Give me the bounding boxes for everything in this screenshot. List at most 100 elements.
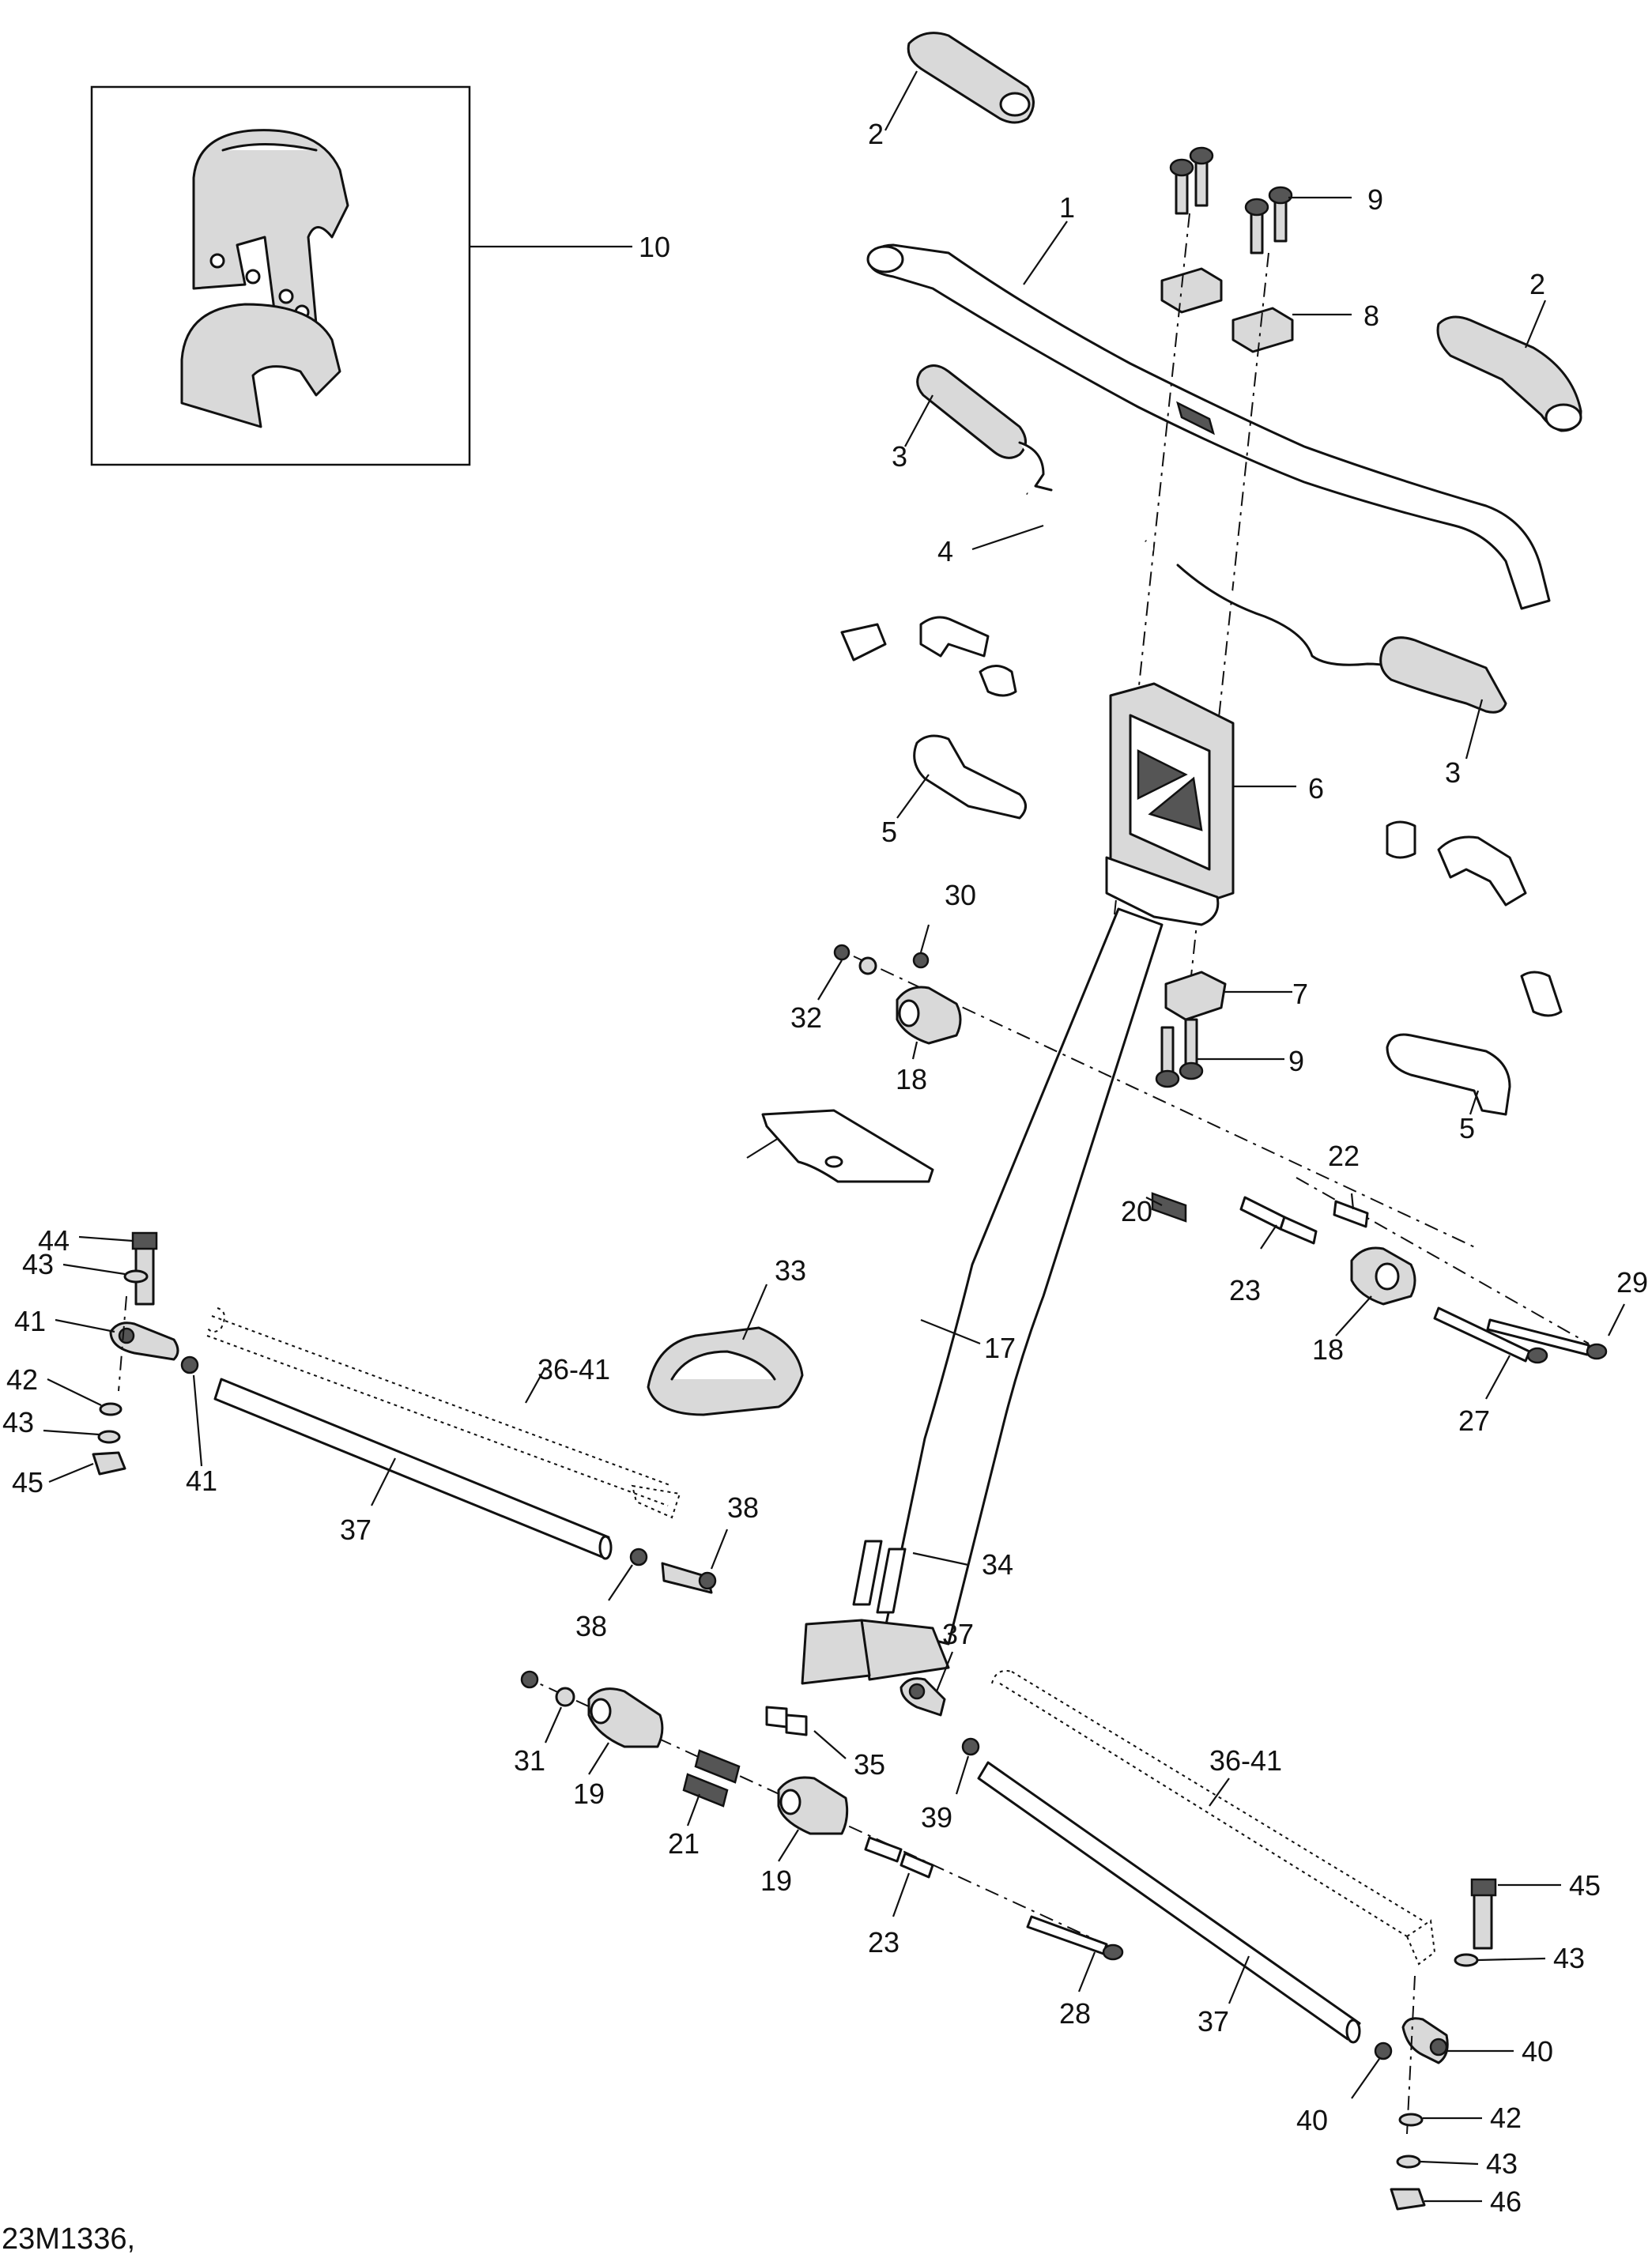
callout-5b: 5 [1459, 1112, 1475, 1144]
callout-45b: 46 [1490, 2185, 1522, 2218]
cover-33 [647, 1326, 804, 1416]
washer-42-left [99, 1402, 123, 1416]
callout-29: 29 [1616, 1266, 1648, 1299]
tube-pieces-right [1386, 820, 1563, 1017]
callout-31: 31 [514, 1744, 545, 1777]
callout-34: 34 [982, 1548, 1013, 1581]
callout-19b: 19 [760, 1864, 792, 1897]
callout-9: 9 [1367, 183, 1383, 216]
washer-43-right-bottom [1396, 2155, 1421, 2169]
callout-32: 32 [790, 1001, 822, 1034]
callout-33: 33 [775, 1254, 806, 1287]
bolt-28 [1026, 1915, 1124, 1961]
inset-handlebar-pad [90, 85, 471, 466]
callout-3b: 3 [1445, 756, 1461, 789]
nuts-30-32 [833, 944, 930, 975]
bolt-27 [1433, 1306, 1548, 1364]
tie-rod-37-right [977, 1761, 1361, 2044]
spacer-23-upper [1239, 1196, 1318, 1245]
steering-column-17 [801, 856, 1220, 1685]
callout-2: 2 [868, 118, 884, 150]
callout-43b: 43 [2, 1406, 34, 1438]
tube-pieces-left [840, 616, 1017, 697]
callout-35: 35 [854, 1748, 885, 1781]
riser-6 [1109, 682, 1235, 910]
tie-rod-37-left [213, 1378, 613, 1560]
callout-38: 38 [727, 1491, 759, 1524]
callout-19: 19 [573, 1778, 605, 1810]
callout-2b: 2 [1529, 268, 1545, 300]
washer-43-right-top [1454, 1953, 1479, 1967]
callout-40b: 40 [1522, 2035, 1553, 2068]
callout-23b: 23 [868, 1926, 900, 1959]
callout-38b: 37 [942, 1618, 974, 1650]
callout-43c: 43 [1553, 1942, 1585, 1974]
bushing-holder-19-lower [777, 1776, 849, 1835]
rod-end-40-right [1401, 2017, 1449, 2064]
callout-40: 41 [14, 1305, 46, 1337]
callout-36-41: 36-41 [537, 1353, 610, 1385]
bushings-21 [682, 1749, 741, 1808]
bushing-holder-19-upper [587, 1687, 664, 1748]
clamp-7-left [1160, 267, 1223, 314]
bolts-34 [852, 1540, 907, 1614]
tie-rod-ghost-lower [991, 1670, 1436, 1966]
callout-37b: 37 [1198, 2005, 1229, 2038]
nut-39-left [629, 1548, 648, 1566]
callout-5: 5 [881, 816, 897, 848]
callout-41b: 40 [1296, 2104, 1328, 2136]
nut-41-right [1374, 2041, 1393, 2060]
callout-36-41b: 36-41 [1209, 1744, 1282, 1777]
bushing-holder-18-lower [1350, 1246, 1416, 1306]
grip-top [907, 32, 1035, 124]
throttle-grip-left [916, 364, 1053, 492]
elbow-5-left [913, 734, 1027, 820]
callout-43d: 43 [1486, 2147, 1518, 2180]
callout-9b: 9 [1288, 1045, 1304, 1077]
spacer-23-lower [864, 1836, 934, 1879]
plate-46 [761, 1109, 934, 1183]
bolt-44-right [1470, 1878, 1497, 1950]
callout-42b: 42 [1490, 2102, 1522, 2134]
handlebar [866, 243, 1551, 610]
nuts-31 [520, 1670, 575, 1707]
callout-45: 45 [12, 1466, 43, 1499]
washer-43-left-top [123, 1269, 149, 1284]
cable-4 [1025, 491, 1153, 557]
nut-45-right [1390, 2188, 1426, 2211]
callout-18b: 18 [1312, 1333, 1344, 1366]
reference-code: 23M1336, [2, 2222, 135, 2256]
spacer-22 [1333, 1200, 1369, 1228]
bushing-20 [1151, 1192, 1187, 1223]
callout-18: 18 [896, 1063, 927, 1095]
callout-30: 30 [945, 879, 976, 911]
rod-end-40-left [109, 1321, 179, 1361]
callout-10: 10 [639, 231, 670, 263]
callout-3: 3 [892, 440, 907, 473]
nut-39-right [961, 1737, 980, 1756]
tie-rod-ghost-upper [206, 1307, 681, 1519]
callout-44: 44 [38, 1224, 70, 1257]
callout-44b: 45 [1569, 1869, 1601, 1902]
nut-41-left [180, 1355, 199, 1374]
callout-22: 22 [1328, 1140, 1360, 1172]
spacers-35 [765, 1706, 808, 1736]
washer-43-left-bottom [97, 1430, 121, 1444]
callout-39: 38 [575, 1610, 607, 1642]
clamp-8 [1155, 971, 1227, 1088]
callout-21: 21 [668, 1827, 700, 1860]
bolt-44-left [131, 1231, 158, 1306]
bushing-holder-18-upper [896, 986, 962, 1045]
callout-6: 6 [1308, 772, 1324, 805]
grip-right [1436, 315, 1582, 432]
callout-7: 8 [1363, 300, 1379, 332]
callout-8: 7 [1292, 978, 1308, 1010]
callout-28: 28 [1059, 1997, 1091, 2030]
elbow-5-right [1386, 1033, 1511, 1116]
bolt-29 [1486, 1318, 1608, 1360]
callout-20: 20 [1121, 1195, 1152, 1227]
bolts-9-top [1169, 146, 1293, 254]
nut-45-left [92, 1451, 126, 1476]
callout-17: 17 [984, 1332, 1016, 1364]
